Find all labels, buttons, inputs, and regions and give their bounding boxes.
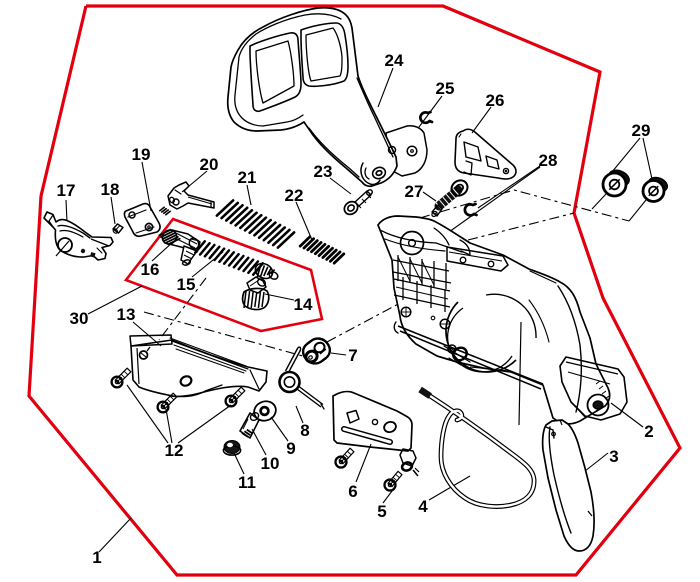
svg-text:22: 22	[285, 186, 304, 205]
svg-text:25: 25	[436, 79, 455, 98]
svg-text:24: 24	[385, 51, 404, 70]
svg-text:10: 10	[261, 454, 280, 473]
svg-text:4: 4	[418, 497, 428, 516]
svg-text:19: 19	[132, 145, 151, 164]
svg-text:17: 17	[57, 181, 76, 200]
svg-text:15: 15	[177, 275, 196, 294]
svg-text:6: 6	[348, 482, 357, 501]
svg-text:16: 16	[141, 260, 160, 279]
svg-text:29: 29	[632, 121, 651, 140]
svg-text:14: 14	[294, 295, 313, 314]
svg-text:3: 3	[609, 447, 618, 466]
svg-text:28: 28	[539, 151, 558, 170]
svg-text:20: 20	[200, 155, 219, 174]
svg-text:1: 1	[92, 548, 101, 567]
svg-text:23: 23	[314, 162, 333, 181]
svg-text:30: 30	[70, 309, 89, 328]
svg-text:21: 21	[238, 168, 257, 187]
svg-text:2: 2	[644, 422, 653, 441]
svg-text:27: 27	[405, 182, 424, 201]
svg-text:11: 11	[238, 473, 256, 492]
svg-text:26: 26	[486, 91, 505, 110]
svg-text:9: 9	[286, 439, 295, 458]
svg-text:18: 18	[101, 180, 120, 199]
svg-text:8: 8	[300, 421, 309, 440]
svg-text:12: 12	[165, 441, 184, 460]
svg-text:7: 7	[348, 346, 357, 365]
svg-text:5: 5	[377, 502, 386, 521]
svg-text:13: 13	[117, 305, 136, 324]
